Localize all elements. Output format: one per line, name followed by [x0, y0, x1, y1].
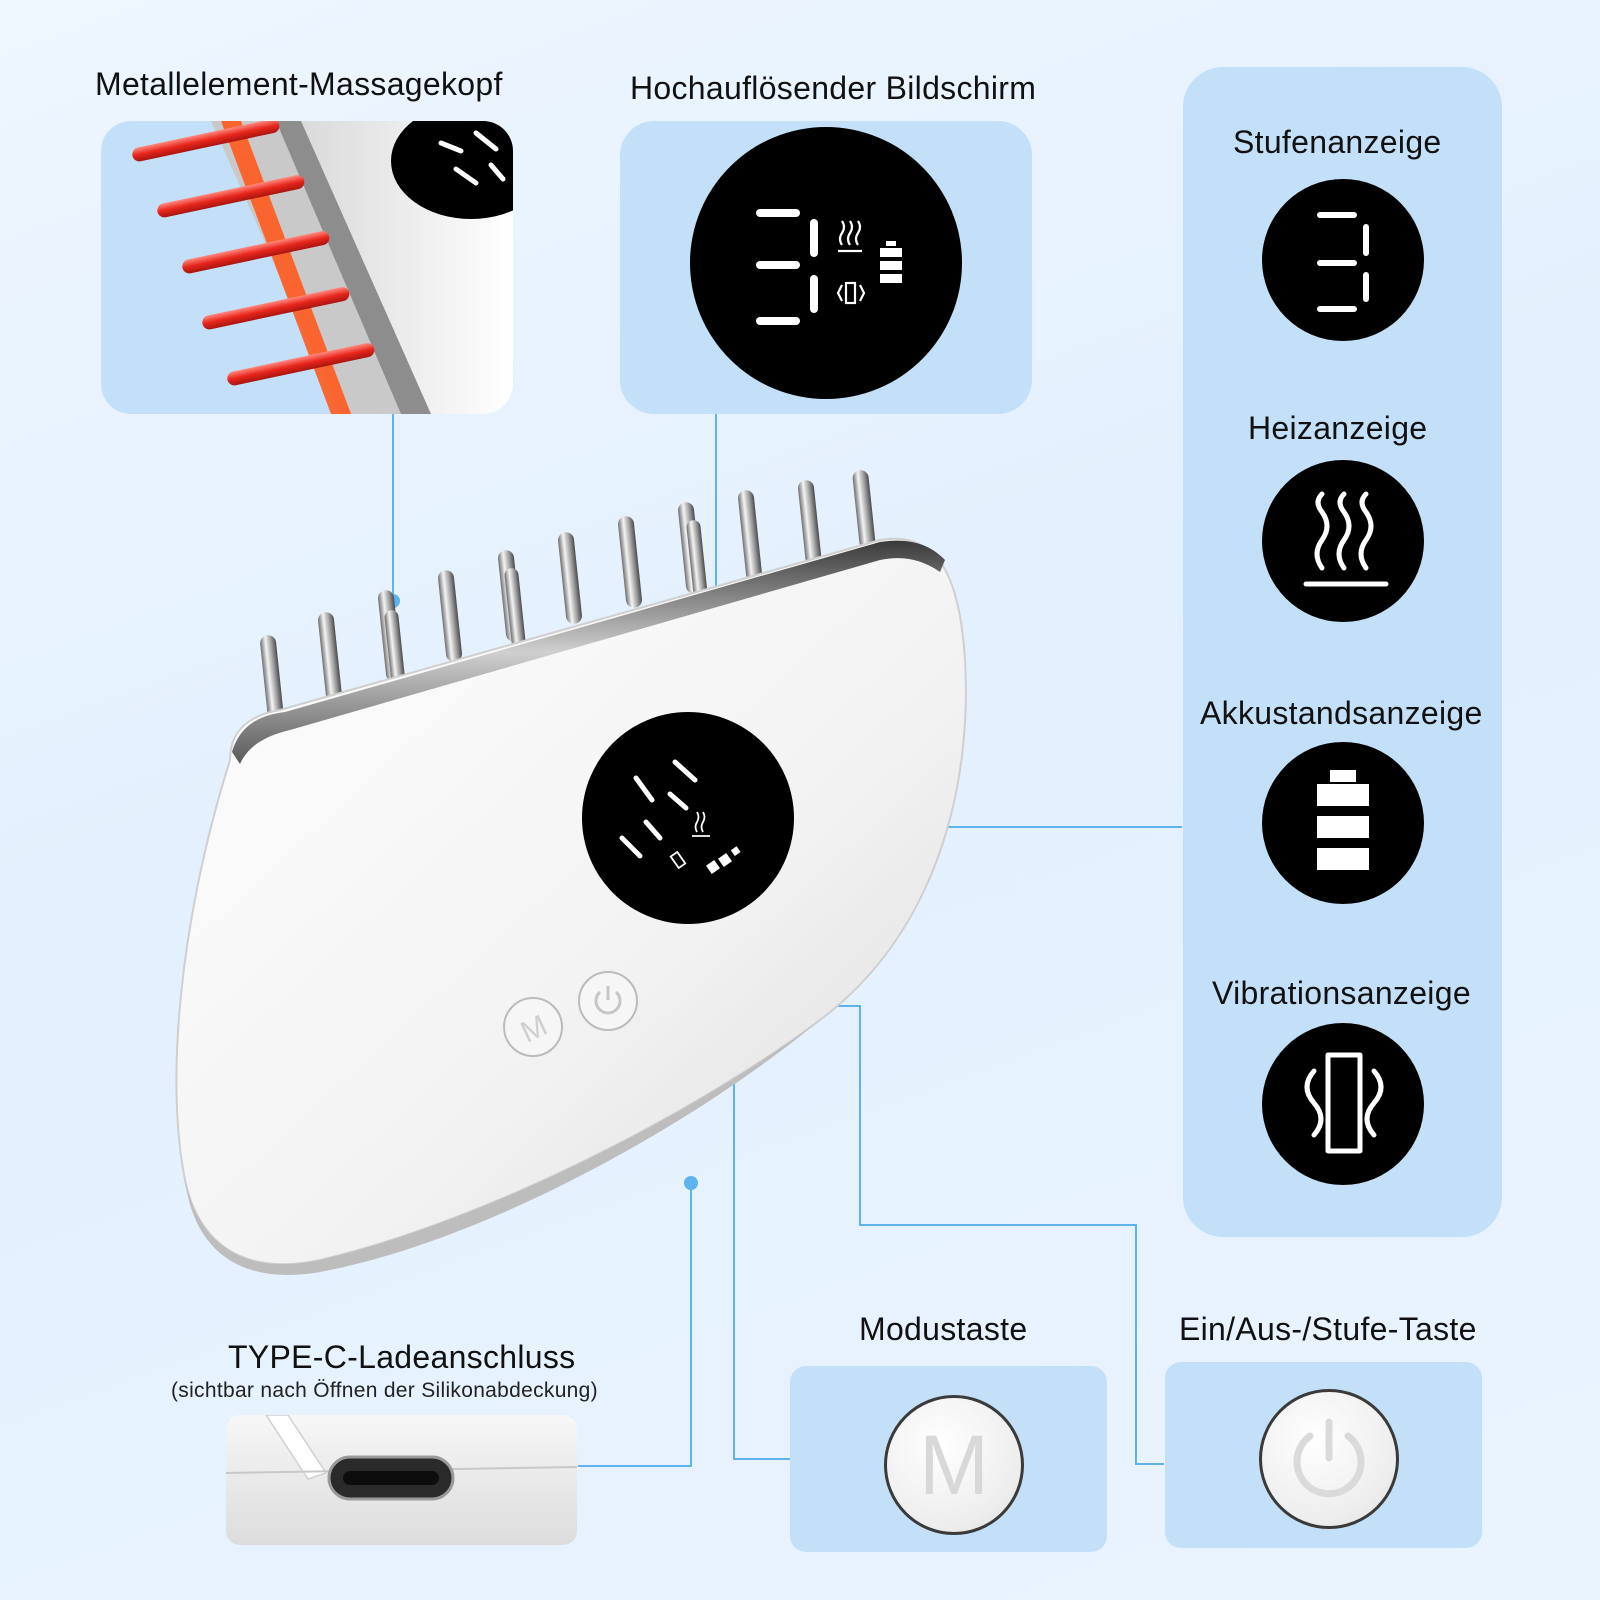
massage-head-closeup [101, 121, 513, 414]
massage-comb-device: M [175, 470, 967, 1275]
vibration-icon [1304, 1052, 1384, 1154]
callout-dot-usb [684, 1176, 698, 1190]
label-level: Stufenanzeige [1233, 124, 1442, 160]
label-battery: Akkustandsanzeige [1200, 695, 1483, 731]
label-screen: Hochauflösender Bildschirm [630, 70, 1037, 106]
label-mode-button: Modustaste [859, 1311, 1028, 1347]
screen-closeup-display [690, 127, 962, 399]
heat-waves-icon [838, 220, 862, 253]
label-usb-sub: (sichtbar nach Öffnen der Silikonabdecku… [171, 1379, 598, 1402]
heat-waves-icon [1303, 491, 1389, 587]
device-mode-button: M [503, 997, 563, 1057]
comb-pins [260, 470, 876, 727]
vibration-icon [669, 850, 687, 870]
vibration-icon [836, 281, 866, 305]
massage-head-illustration [132, 121, 513, 414]
seven-segment-digit-icon [619, 759, 698, 859]
usb-port-closeup [226, 1415, 577, 1545]
battery-icon [706, 846, 741, 874]
battery-icon [1317, 770, 1369, 870]
usb-c-port-icon [226, 1415, 577, 1501]
power-button[interactable] [1259, 1389, 1399, 1529]
mode-button-letter: M [919, 1417, 989, 1512]
seven-segment-digit-icon [756, 209, 818, 325]
vibration-indicator [1262, 1023, 1424, 1185]
heat-indicator [1262, 460, 1424, 622]
label-massage-head: Metallelement-Massagekopf [95, 66, 503, 102]
callout-line-usb [578, 1183, 692, 1467]
mode-button[interactable]: M [884, 1395, 1024, 1535]
device-power-button [578, 971, 638, 1031]
label-power-button: Ein/Aus-/Stufe-Taste [1179, 1311, 1477, 1347]
label-heat: Heizanzeige [1248, 410, 1428, 446]
label-vibration: Vibrationsanzeige [1212, 975, 1471, 1011]
heat-waves-icon [692, 811, 710, 837]
label-usb-title: TYPE-C-Ladeanschluss [228, 1339, 576, 1375]
power-icon [1293, 1418, 1365, 1498]
level-indicator [1262, 179, 1424, 341]
battery-indicator [1262, 742, 1424, 904]
battery-icon [880, 241, 902, 283]
device-display [582, 712, 794, 924]
screen-closeup-icons [756, 209, 902, 325]
seven-segment-digit-icon [1317, 212, 1369, 312]
